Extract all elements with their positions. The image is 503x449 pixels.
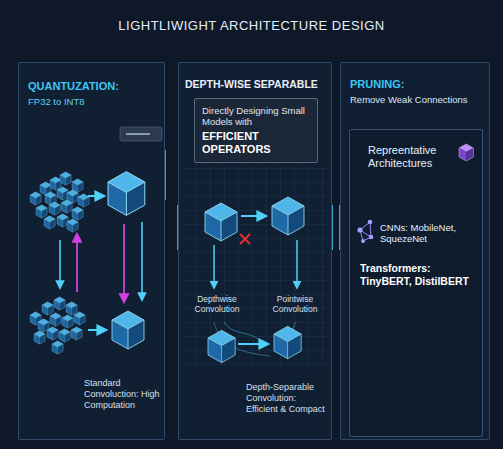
panel: Repreentative ArchitecturesCNNs: MobileN… — [340, 62, 490, 440]
figure-label: Depthwise Convolution — [184, 294, 250, 314]
inner-box: Repreentative ArchitecturesCNNs: MobileN… — [349, 129, 483, 437]
section-heading: Repreentative Architectures — [368, 144, 454, 170]
figure-caption: Standard Convoluction: High Computation — [84, 378, 162, 410]
box-text: Directly Designing Small Models with — [202, 105, 310, 128]
architecture-list: CNNs: MobileNet, SquezeNet — [380, 222, 480, 245]
figure-label: Pointwise Convolution — [262, 294, 328, 314]
panel-heading: PRUNING: — [350, 78, 482, 91]
panel-subheading: Remove Weak Connections — [350, 94, 486, 105]
panel-subheading: FP32 to INT8 — [28, 96, 160, 107]
architecture-list: Transformers: TinyBERT, DistilBERT — [360, 262, 480, 287]
info-box: Directly Designing Small Models withEFFI… — [194, 98, 318, 163]
figure-caption: Depth-Separable Convolution: Efficient &… — [246, 382, 328, 414]
panel-heading: QUANTUZATION: — [28, 80, 160, 93]
box-emphasis: EFFICIENT OPERATORS — [202, 130, 310, 156]
page-title: LIGHTLIWIGHT ARCHITECTURE DESIGN — [0, 18, 503, 33]
panel-heading: DEPTH-WISE SEPARABLE — [185, 78, 329, 91]
